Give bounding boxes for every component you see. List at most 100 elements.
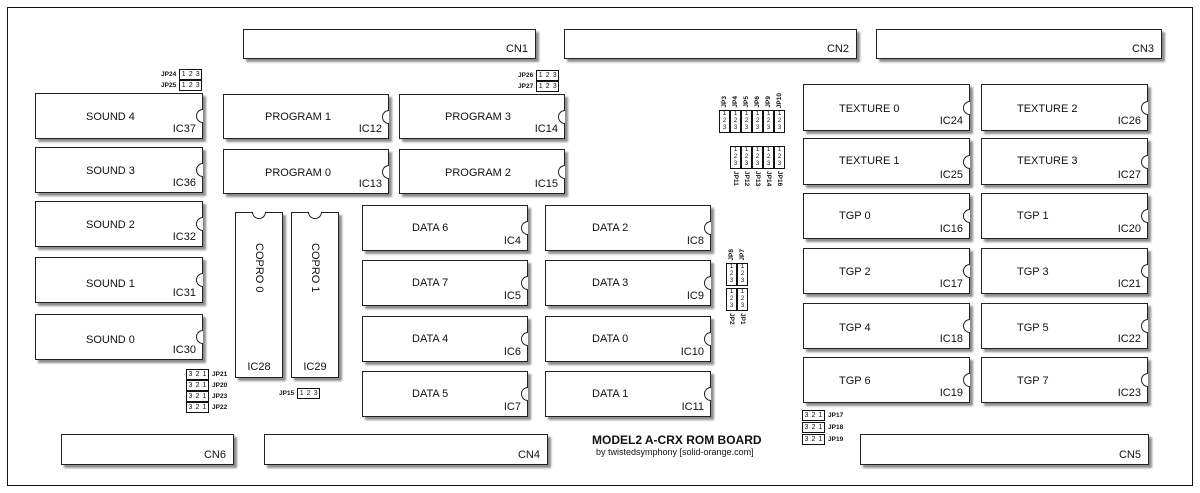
chip-name: TGP 1	[1017, 210, 1049, 222]
pin: 3	[755, 124, 760, 131]
chip-ic-label: IC37	[172, 123, 196, 135]
pin: 1	[202, 393, 207, 400]
pin: 1	[299, 390, 304, 397]
chip-ic-label: IC17	[939, 278, 963, 290]
connector-cn4: CN4	[264, 434, 548, 465]
chip-name: TGP 4	[839, 322, 871, 334]
pin: 2	[195, 382, 200, 389]
pin: 3	[729, 303, 734, 309]
chip-ic-label: IC7	[503, 401, 521, 413]
pin: 2	[195, 371, 200, 378]
pin: 1	[740, 263, 745, 270]
chip-name: TGP 5	[1017, 322, 1049, 334]
chip-name: DATA 5	[412, 388, 449, 400]
pin: 2	[729, 296, 734, 302]
chip-ic-label: IC20	[1117, 223, 1141, 235]
jumper-label: JP24	[161, 71, 177, 78]
pin: 3	[188, 404, 193, 411]
chip-ic-label: IC4	[503, 235, 521, 247]
pin: 2	[740, 270, 745, 277]
chip-ic-label: IC8	[686, 235, 704, 247]
chip-name: TEXTURE 1	[839, 155, 900, 167]
chip-name: TGP 2	[839, 266, 871, 278]
connector-label: CN5	[1118, 449, 1141, 461]
pin: 1	[744, 147, 749, 153]
chip-ic-label: IC11	[681, 401, 704, 413]
pin: 2	[777, 118, 782, 125]
board-title: MODEL2 A-CRX ROM BOARD	[592, 433, 762, 447]
chip-name: SOUND 1	[86, 278, 135, 290]
pin: 1	[818, 436, 823, 443]
pin: 3	[733, 124, 738, 131]
pin: 1	[777, 147, 782, 153]
connector-label: CN1	[505, 43, 528, 55]
pin: 2	[777, 154, 782, 160]
chip-sound-4: SOUND 4 IC37	[35, 93, 203, 139]
chip-ic-label: IC27	[1117, 169, 1141, 181]
jumper-label: JP15	[279, 390, 295, 397]
pin: 3	[188, 371, 193, 378]
jumper-label: JP9	[765, 96, 772, 108]
chip-data-5: DATA 5 IC7	[362, 371, 528, 417]
pin: 3	[740, 303, 745, 309]
chip-ic-label: IC14	[534, 123, 558, 135]
connector-cn1: CN1	[243, 29, 536, 59]
jumper-label: JP5	[743, 96, 750, 108]
jumper-label: JP14	[765, 171, 772, 187]
board-byline: by twistedsymphony [solid-orange.com]	[596, 447, 754, 457]
pin: 3	[722, 124, 727, 131]
jumper-label: JP8	[728, 249, 735, 261]
chip-name: SOUND 4	[86, 111, 135, 123]
chip-name: DATA 1	[592, 388, 629, 400]
pin: 3	[552, 83, 557, 90]
chip-name: SOUND 0	[86, 334, 135, 346]
pin: 3	[740, 277, 745, 284]
chip-tgp-2: TGP 2 IC17	[803, 248, 970, 294]
chip-name: TEXTURE 3	[1017, 155, 1078, 167]
chip-ic-label: IC32	[172, 231, 196, 243]
chip-ic-label: IC31	[172, 287, 196, 299]
pin: 2	[188, 71, 193, 78]
jumper-label: JP19	[828, 436, 844, 443]
chip-ic-label: IC28	[247, 361, 271, 373]
pin: 3	[766, 161, 771, 167]
pin: 2	[733, 117, 738, 124]
chip-name: SOUND 2	[86, 219, 135, 231]
connector-label: CN4	[517, 449, 540, 461]
pin: 1	[181, 71, 186, 78]
chip-ic-label: IC19	[939, 387, 963, 399]
pin: 3	[552, 72, 557, 79]
jumper-label: JP13	[754, 171, 761, 187]
chip-name: DATA 7	[412, 277, 449, 289]
chip-ic-label: IC13	[358, 178, 382, 190]
jumper-label: JP10	[776, 93, 783, 109]
jumper-label: JP4	[732, 96, 739, 108]
